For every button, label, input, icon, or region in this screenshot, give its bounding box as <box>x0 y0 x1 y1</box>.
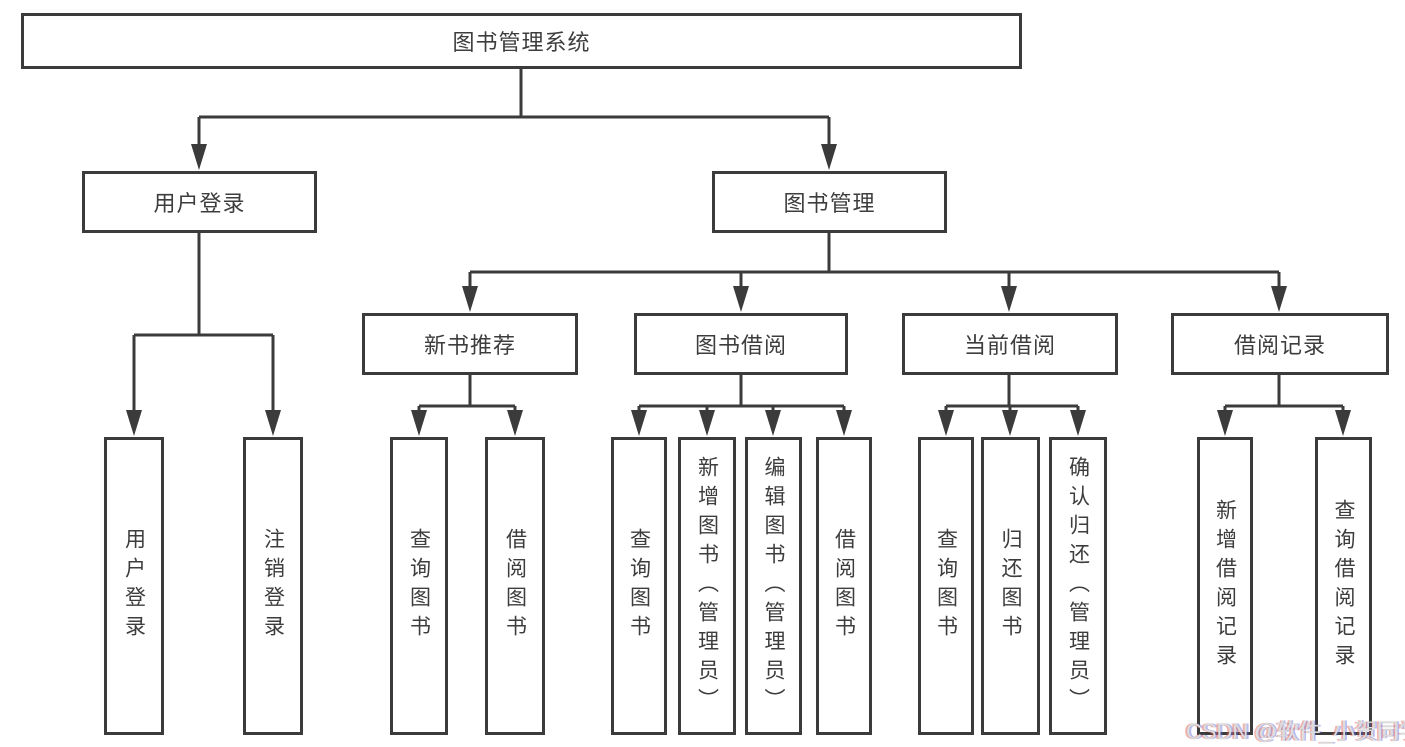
arrowhead <box>1217 410 1233 436</box>
leaf-query-books-recommend: 查询图书 <box>390 437 448 735</box>
leaf-label: 注销登录 <box>261 528 285 644</box>
arrowhead <box>1070 410 1086 436</box>
arrowhead <box>1002 410 1018 436</box>
node-label: 新书推荐 <box>423 333 516 358</box>
leaf-add-books-admin: 新增图书（管理员） <box>678 437 736 735</box>
leaf-label: 新增图书（管理员） <box>695 455 719 717</box>
leaf-label: 编辑图书（管理员） <box>762 455 785 717</box>
arrowhead <box>765 410 781 436</box>
node-label: 图书借阅 <box>694 333 787 358</box>
arrowhead <box>733 286 749 312</box>
arrowhead <box>836 410 852 436</box>
arrowhead <box>411 410 427 436</box>
arrowhead <box>1335 410 1351 436</box>
node-borrowing-records: 借阅记录 <box>1171 313 1389 375</box>
node-label: 图书管理系统 <box>452 30 591 55</box>
leaf-add-borrow-record: 新增借阅记录 <box>1197 437 1253 735</box>
leaf-label: 用户登录 <box>122 528 146 644</box>
leaf-return-books: 归还图书 <box>981 437 1040 735</box>
arrowhead <box>821 144 837 170</box>
arrowhead <box>462 286 478 312</box>
arrowhead <box>1001 286 1017 312</box>
leaf-borrow-books-recommend: 借阅图书 <box>485 437 545 735</box>
node-book-management: 图书管理 <box>712 171 947 233</box>
arrowhead <box>938 410 954 436</box>
leaf-label: 查询图书 <box>627 528 651 644</box>
node-book-borrowing: 图书借阅 <box>634 313 848 375</box>
leaf-label: 查询图书 <box>934 528 958 644</box>
leaf-label: 借阅图书 <box>832 528 856 644</box>
node-library-management-system: 图书管理系统 <box>21 13 1022 69</box>
csdn-watermark: CSDN @软件_小贺同学 <box>1186 719 1405 744</box>
arrowheads <box>126 144 1351 436</box>
leaf-borrow-books-borrow: 借阅图书 <box>816 437 872 735</box>
arrowhead <box>699 410 715 436</box>
tree-edges <box>132 69 1345 412</box>
leaf-query-books-borrow: 查询图书 <box>611 437 667 735</box>
node-label: 图书管理 <box>783 191 876 216</box>
arrowhead <box>631 410 647 436</box>
node-new-book-recommend: 新书推荐 <box>362 313 578 375</box>
leaf-label: 确认归还（管理员） <box>1066 455 1090 717</box>
node-label: 当前借阅 <box>963 333 1056 358</box>
leaf-user-login: 用户登录 <box>104 437 164 735</box>
leaf-label: 查询借阅记录 <box>1332 499 1355 673</box>
arrowhead <box>265 410 281 436</box>
node-label: 用户登录 <box>153 191 246 216</box>
leaf-logout: 注销登录 <box>243 437 303 735</box>
arrowhead <box>1271 286 1287 312</box>
arrowhead <box>126 410 142 436</box>
leaf-label: 查询图书 <box>407 528 431 644</box>
leaf-edit-books-admin: 编辑图书（管理员） <box>745 437 802 735</box>
node-user-login: 用户登录 <box>82 171 317 233</box>
leaf-label: 归还图书 <box>999 528 1022 644</box>
arrowhead <box>191 144 207 170</box>
leaf-query-books-current: 查询图书 <box>918 437 974 735</box>
leaf-label: 新增借阅记录 <box>1213 499 1237 673</box>
node-current-borrowing: 当前借阅 <box>902 313 1118 375</box>
arrowhead <box>507 410 523 436</box>
leaf-label: 借阅图书 <box>503 528 527 644</box>
leaf-query-borrow-record: 查询借阅记录 <box>1315 437 1372 735</box>
node-label: 借阅记录 <box>1233 333 1326 358</box>
leaf-confirm-return-admin: 确认归还（管理员） <box>1049 437 1107 735</box>
